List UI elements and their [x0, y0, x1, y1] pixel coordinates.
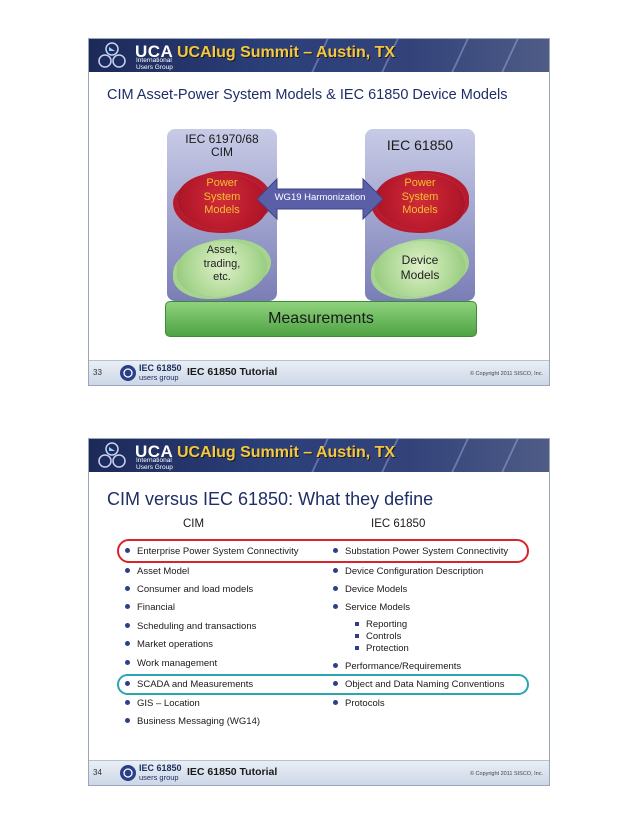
bullet-icon	[333, 586, 338, 591]
slide-title: CIM Asset-Power System Models & IEC 6185…	[107, 87, 508, 103]
cim-title-line: IEC 61970/68	[185, 132, 259, 146]
bullet-icon	[125, 641, 130, 646]
uca-logo: UCA International Users Group	[95, 441, 181, 471]
iec61850-column-heading: IEC 61850	[371, 518, 426, 530]
bullet-icon	[333, 681, 338, 686]
list-item: Asset Model	[125, 566, 189, 577]
slide-34: UCA International Users Group UCAIug Sum…	[88, 438, 550, 786]
connectivity-highlight-oval	[117, 539, 529, 563]
iec61850-column: IEC 61850 Power System Models Device Mod…	[365, 129, 475, 301]
iec-users-group-emblem-icon	[120, 365, 136, 381]
list-item: Substation Power System Connectivity	[333, 546, 508, 557]
slide-footer: 33 IEC 61850 users group IEC 61850 Tutor…	[89, 360, 549, 385]
bullet-icon	[125, 718, 130, 723]
list-item: Work management	[125, 658, 217, 669]
summit-title: UCAIug Summit – Austin, TX	[177, 44, 396, 61]
list-item: Scheduling and transactions	[125, 621, 256, 632]
footer-title: IEC 61850 Tutorial	[187, 366, 278, 378]
bullet-icon	[125, 681, 130, 686]
uca-emblem-icon	[98, 442, 126, 468]
slide-header: UCA International Users Group UCAIug Sum…	[89, 39, 549, 72]
sub-list-item: Protection	[355, 643, 409, 654]
logo-text: UCA	[135, 42, 174, 61]
cim-column: IEC 61970/68 CIM Power System Models Ass…	[167, 129, 277, 301]
slide-title: CIM versus IEC 61850: What they define	[107, 489, 434, 509]
square-bullet-icon	[355, 622, 359, 626]
list-item: Service Models	[333, 602, 410, 613]
iec-users-group-emblem-icon	[120, 765, 136, 781]
slide-number: 33	[93, 368, 102, 377]
harmonization-label: WG19 Harmonization	[274, 192, 366, 203]
bullet-icon	[125, 660, 130, 665]
list-item: Enterprise Power System Connectivity	[125, 546, 299, 557]
logo-text: UCA	[135, 442, 174, 461]
uca-emblem-icon	[98, 42, 126, 68]
list-item: GIS – Location	[125, 698, 200, 709]
logo-subtitle: International	[136, 57, 172, 64]
list-item: Protocols	[333, 698, 385, 709]
iec-logo-text: IEC 61850	[139, 363, 182, 373]
bullet-icon	[333, 604, 338, 609]
harmonization-arrow	[257, 177, 383, 221]
naming-highlight-oval	[117, 674, 529, 695]
measurements-label: Measurements	[268, 310, 374, 327]
slide-header: UCA International Users Group UCAIug Sum…	[89, 439, 549, 472]
bullet-icon	[333, 568, 338, 573]
bullet-icon	[125, 548, 130, 553]
sub-list-item: Controls	[355, 631, 401, 642]
square-bullet-icon	[355, 646, 359, 650]
sub-list-item: Reporting	[355, 619, 407, 630]
logo-subtitle: Users Group	[136, 464, 173, 471]
list-item: Performance/Requirements	[333, 661, 461, 672]
copyright: © Copyright 2011 SISCO, Inc.	[469, 371, 543, 377]
logo-subtitle: Users Group	[136, 64, 173, 71]
list-item: Device Configuration Description	[333, 566, 483, 577]
square-bullet-icon	[355, 634, 359, 638]
list-item: SCADA and Measurements	[125, 679, 253, 690]
cim-column-heading: CIM	[183, 518, 205, 530]
iec-logo-text: users group	[139, 773, 179, 782]
footer-title: IEC 61850 Tutorial	[187, 766, 278, 778]
summit-title: UCAIug Summit – Austin, TX	[177, 444, 396, 461]
copyright: © Copyright 2011 SISCO, Inc.	[469, 771, 543, 777]
slide-footer: 34 IEC 61850 users group IEC 61850 Tutor…	[89, 760, 549, 785]
bullet-icon	[125, 586, 130, 591]
bullet-icon	[125, 623, 130, 628]
cim-power-system-models-cloud: Power System Models	[177, 173, 267, 231]
iec-logo-text: users group	[139, 373, 179, 382]
uca-logo: UCA International Users Group	[95, 41, 181, 71]
iec61850-users-group-logo: IEC 61850 users group	[119, 763, 187, 783]
cim-asset-cloud: Asset, trading, etc.	[177, 241, 267, 297]
list-item: Device Models	[333, 584, 407, 595]
iec61850-column-title: IEC 61850	[386, 137, 454, 153]
iec61850-users-group-logo: IEC 61850 users group	[119, 363, 187, 383]
list-item: Object and Data Naming Conventions	[333, 679, 504, 690]
bullet-icon	[125, 604, 130, 609]
iec-logo-text: IEC 61850	[139, 763, 182, 773]
cim-column-title: IEC 61970/68 CIM	[167, 133, 277, 159]
list-item: Financial	[125, 602, 175, 613]
bullet-icon	[333, 548, 338, 553]
measurements-bar: Measurements	[165, 301, 477, 337]
iec-device-models-cloud: Device Models	[375, 241, 465, 297]
list-item: Consumer and load models	[125, 584, 253, 595]
bullet-icon	[333, 700, 338, 705]
bullet-icon	[333, 663, 338, 668]
iec-power-system-models-cloud: Power System Models	[375, 173, 465, 231]
slide-number: 34	[93, 768, 102, 777]
bullet-icon	[125, 700, 130, 705]
logo-subtitle: International	[136, 457, 172, 464]
slide-33: UCA International Users Group UCAIug Sum…	[88, 38, 550, 386]
cim-title-line: CIM	[211, 145, 233, 159]
list-item: Market operations	[125, 639, 213, 650]
bullet-icon	[125, 568, 130, 573]
list-item: Business Messaging (WG14)	[125, 716, 260, 727]
